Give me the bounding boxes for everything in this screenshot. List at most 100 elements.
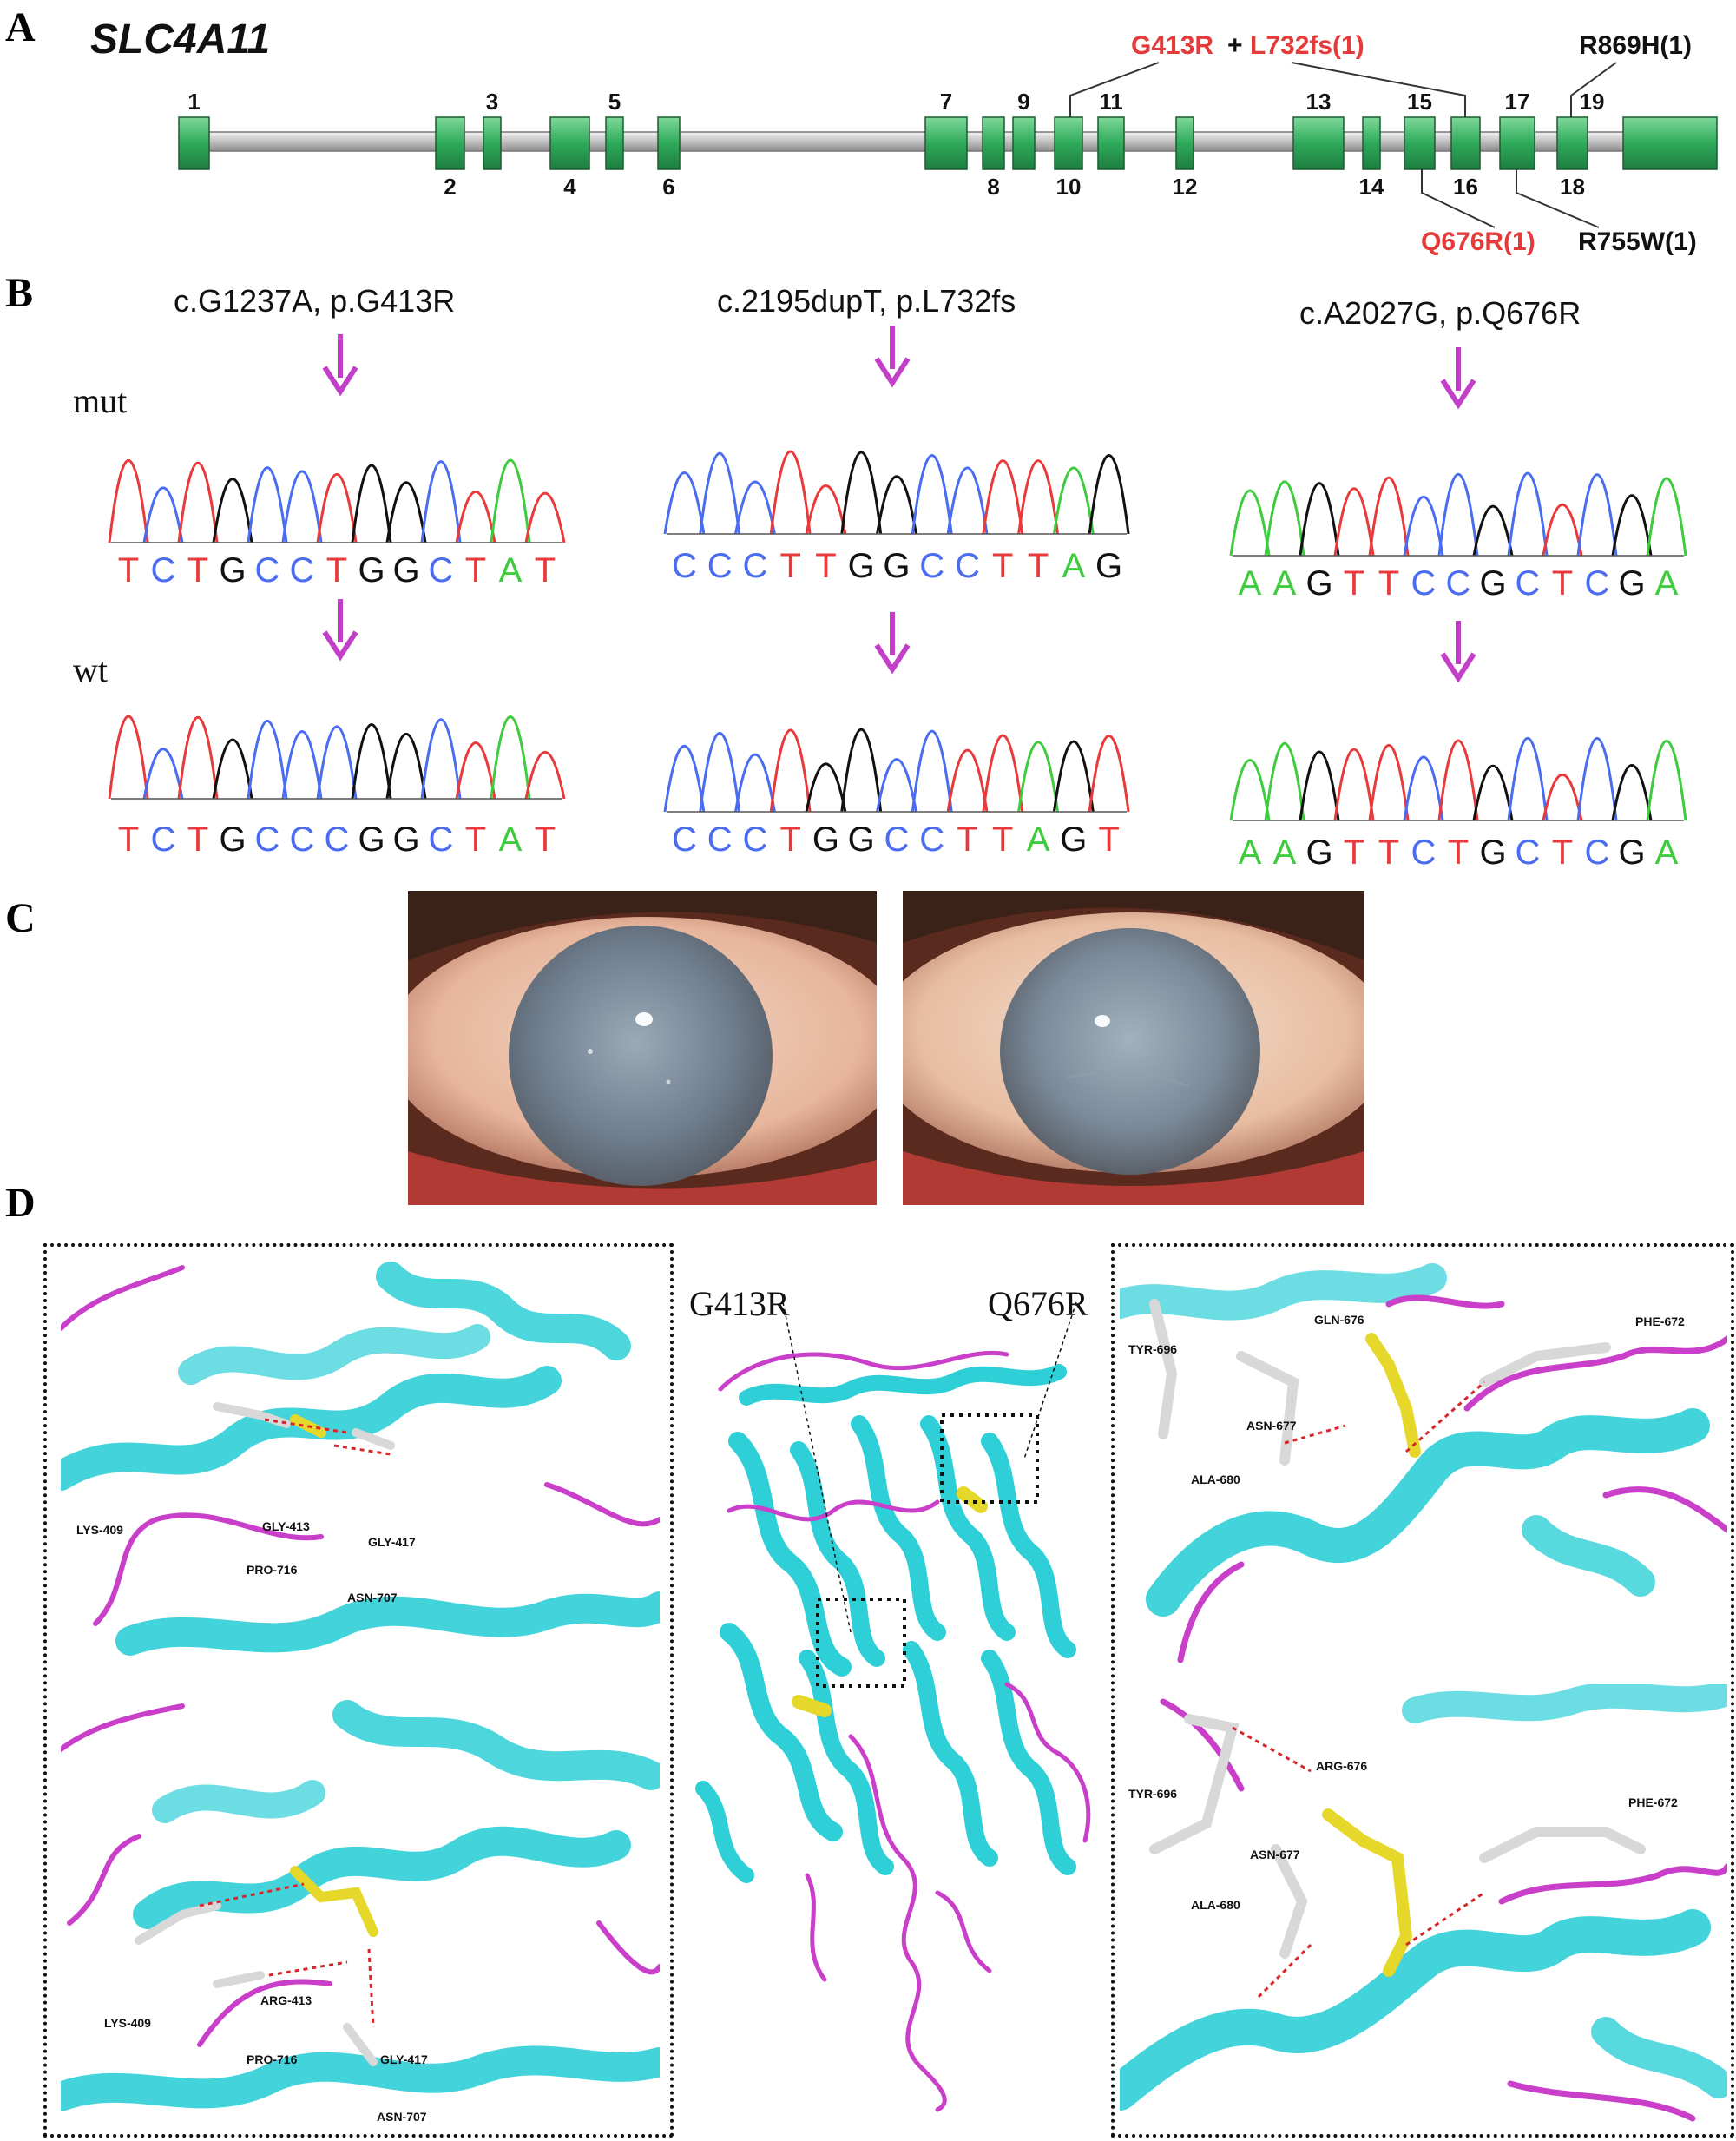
base-letter: T bbox=[187, 820, 209, 859]
trace-peak bbox=[142, 486, 184, 543]
trace-peak bbox=[1611, 494, 1653, 557]
residue-label: TYR-696 bbox=[1128, 1342, 1178, 1356]
residue-label: ASN-707 bbox=[377, 2110, 427, 2124]
trace-peak bbox=[1333, 487, 1375, 557]
trace-peak bbox=[982, 459, 1024, 535]
trace-peak bbox=[351, 722, 392, 800]
right-zoom-frame bbox=[1111, 1243, 1734, 2138]
base-letter: A bbox=[1026, 820, 1050, 859]
trace-peak bbox=[490, 715, 531, 800]
base-letter: G bbox=[847, 547, 875, 585]
base-letter: C bbox=[150, 820, 176, 859]
base-letter: G bbox=[392, 551, 420, 590]
exon-number-19: 19 bbox=[1579, 89, 1605, 115]
trace-peak bbox=[1333, 748, 1375, 821]
trace-peak bbox=[1646, 477, 1687, 557]
trace-peak bbox=[1052, 740, 1095, 813]
trace-peak bbox=[420, 718, 462, 800]
trace-peak bbox=[177, 461, 219, 543]
trace-peak bbox=[1229, 759, 1271, 821]
base-letter: G bbox=[1095, 547, 1123, 585]
base-letter: A bbox=[1272, 833, 1297, 872]
exon-number-3: 3 bbox=[485, 89, 499, 115]
exon-4 bbox=[549, 116, 590, 170]
trace-peak bbox=[1017, 459, 1059, 535]
gene-structure-diagram bbox=[178, 62, 1718, 228]
structure-overview bbox=[695, 1301, 1091, 2112]
exon-18 bbox=[1556, 116, 1588, 170]
trace-peak bbox=[734, 753, 776, 813]
trace-peak bbox=[699, 451, 741, 535]
base-letter: C bbox=[254, 551, 280, 590]
exon-group bbox=[178, 116, 1718, 170]
trace-peak bbox=[699, 732, 741, 813]
trace-peak bbox=[385, 481, 427, 543]
exon-6 bbox=[657, 116, 681, 170]
exon-number-4: 4 bbox=[563, 174, 576, 200]
base-letter: C bbox=[742, 820, 768, 859]
base-letter: C bbox=[1515, 564, 1541, 603]
residue-label: ALA-680 bbox=[1191, 1472, 1240, 1486]
base-letter: T bbox=[117, 551, 140, 590]
exon-number-15: 15 bbox=[1407, 89, 1432, 115]
mutation-l732fs: L732fs(1) bbox=[1250, 31, 1364, 60]
trace-peak bbox=[663, 471, 706, 535]
panel-label-b: B bbox=[5, 270, 34, 316]
base-letter: T bbox=[326, 551, 348, 590]
trace-peak bbox=[805, 484, 847, 535]
trace-peak bbox=[1437, 739, 1479, 821]
base-letter: T bbox=[779, 820, 801, 859]
exon-number-5: 5 bbox=[608, 89, 621, 115]
trace-peak bbox=[769, 450, 812, 535]
base-letter: G bbox=[219, 551, 247, 590]
trace-peak bbox=[1576, 473, 1618, 557]
base-letter: T bbox=[992, 820, 1014, 859]
leader-g413r bbox=[782, 1301, 852, 1633]
base-letter: G bbox=[1618, 833, 1646, 872]
base-letter: T bbox=[187, 551, 209, 590]
mutation-arrow bbox=[874, 612, 911, 675]
trace-peak bbox=[840, 451, 883, 535]
exon-11 bbox=[1097, 116, 1125, 170]
residue-label: GLN-676 bbox=[1314, 1313, 1364, 1327]
structure-mut-q676r bbox=[1120, 1684, 1727, 2127]
exon-number-2: 2 bbox=[444, 174, 457, 200]
mutation-arrow bbox=[322, 599, 358, 662]
chromatogram-traces bbox=[108, 326, 1687, 821]
trace-peak bbox=[1088, 735, 1130, 813]
base-letter: C bbox=[919, 547, 945, 585]
exon-number-16: 16 bbox=[1453, 174, 1478, 200]
trace-peak bbox=[1052, 466, 1095, 535]
trace-peak bbox=[281, 730, 323, 800]
base-letter: C bbox=[428, 820, 454, 859]
base-letter: C bbox=[671, 547, 697, 585]
base-letter: C bbox=[1410, 564, 1437, 603]
trace-peak bbox=[281, 470, 323, 543]
eye-photo-left bbox=[408, 891, 877, 1205]
base-letter: C bbox=[707, 820, 733, 859]
base-letter: C bbox=[150, 551, 176, 590]
residue-label: GLY-413 bbox=[262, 1519, 310, 1533]
base-letter: G bbox=[1305, 833, 1333, 872]
panel-label-d: D bbox=[5, 1180, 36, 1226]
site-label-g413r: G413R bbox=[689, 1284, 790, 1323]
exon-number-13: 13 bbox=[1305, 89, 1332, 115]
mutation-arrow bbox=[874, 326, 911, 388]
trace-peak bbox=[1299, 750, 1340, 821]
base-letter: G bbox=[1479, 833, 1507, 872]
mutation-arrow bbox=[1440, 347, 1476, 410]
residue-label: GLY-417 bbox=[368, 1535, 416, 1549]
trace-peak bbox=[1368, 476, 1410, 557]
exon-number-11: 11 bbox=[1099, 89, 1123, 115]
trace-peak bbox=[663, 745, 706, 813]
residue-label: ARG-413 bbox=[260, 1993, 312, 2007]
residue-label: PRO-716 bbox=[247, 1563, 298, 1577]
base-letter: T bbox=[957, 820, 978, 859]
base-letter: G bbox=[1305, 564, 1333, 603]
exon-number-7: 7 bbox=[939, 89, 953, 115]
